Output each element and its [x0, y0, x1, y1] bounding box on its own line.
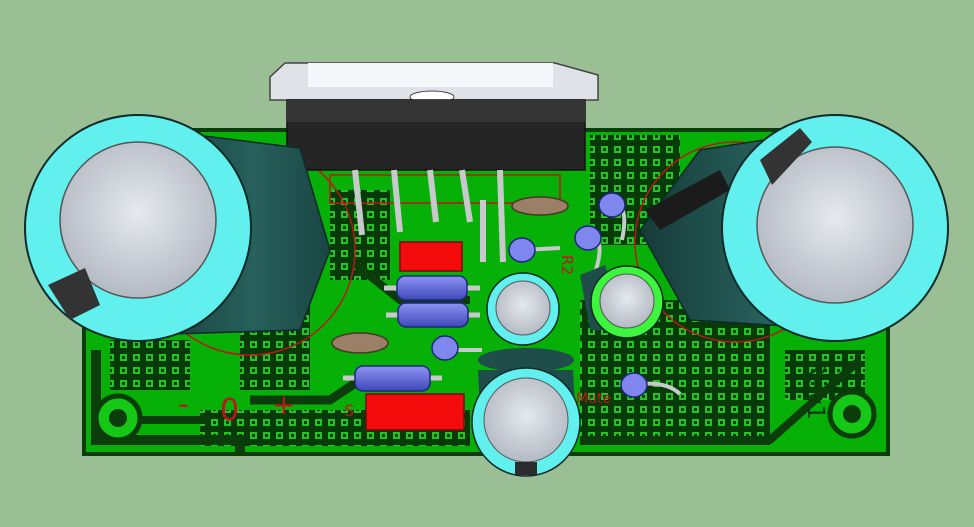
ceramic-capacitor-top: [511, 196, 569, 216]
resistor-vertical-5: [620, 372, 682, 398]
label-s: S: [344, 401, 354, 420]
small-capacitor-bottom: [471, 348, 581, 477]
resistor-middle: [386, 302, 480, 328]
resistor-vertical-2: [574, 225, 602, 271]
label-r2: R2: [558, 255, 576, 275]
label-rev: Rev1: [802, 360, 830, 420]
label-mute: Mute: [576, 391, 611, 407]
mounting-hole-right: [827, 389, 877, 439]
resistor-upper: [384, 275, 480, 301]
small-capacitor-green: [580, 265, 664, 339]
box-capacitor-bottom: [365, 393, 465, 431]
amplifier-ic: [269, 62, 599, 263]
mounting-hole-left: [93, 393, 143, 443]
box-capacitor-top: [399, 241, 463, 272]
resistor-vertical-4: [431, 335, 482, 361]
label-minus: -: [178, 387, 189, 422]
electrolytic-capacitor-right: [639, 114, 949, 342]
resistor-vertical-3: [508, 237, 561, 263]
resistor-vertical-1: [598, 192, 627, 241]
small-capacitor-center: [486, 272, 560, 346]
label-zero: 0: [220, 393, 239, 428]
ceramic-capacitor-left: [331, 332, 389, 354]
label-plus: +: [272, 388, 295, 421]
resistor-lower: [343, 365, 442, 392]
electrolytic-capacitor-left: [24, 114, 331, 342]
